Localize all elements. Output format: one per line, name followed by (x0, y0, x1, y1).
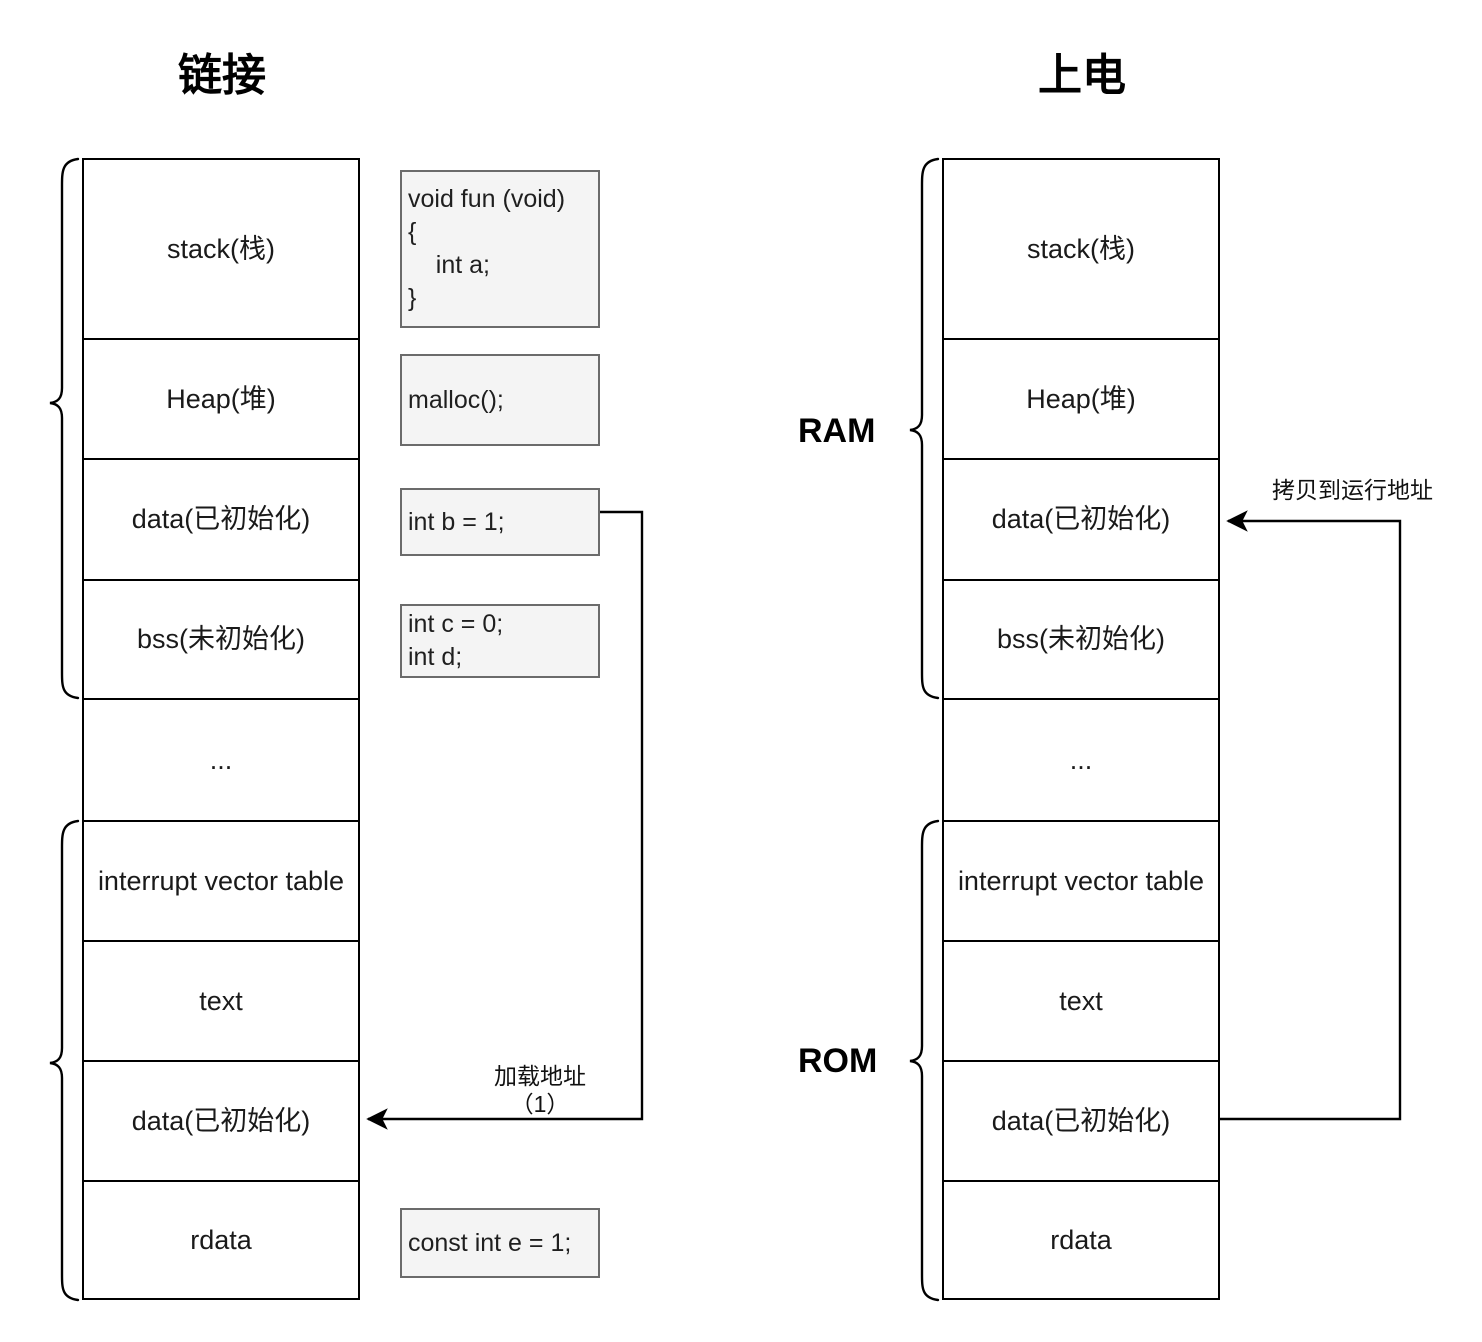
table-row: interrupt vector table (944, 822, 1218, 942)
table-row: Heap(堆) (944, 340, 1218, 460)
left-memory-table: stack(栈) Heap(堆) data(已初始化) bss(未初始化) ..… (82, 158, 360, 1300)
table-row: stack(栈) (84, 160, 358, 340)
table-row: data(已初始化) (84, 1062, 358, 1182)
code-snippet-box: int c = 0; int d; (400, 604, 600, 678)
rom-brace (909, 819, 940, 1302)
copy-to-runtime-address-arrow-label: 拷贝到运行地址 (1272, 477, 1433, 503)
table-row: data(已初始化) (944, 460, 1218, 581)
right-memory-table: stack(栈) Heap(堆) data(已初始化) bss(未初始化) ..… (942, 158, 1220, 1300)
table-row: rdata (1050, 1224, 1112, 1255)
table-row: data(已初始化) (84, 460, 358, 581)
table-row: bss(未初始化) (84, 581, 358, 700)
table-row: data(已初始化) (944, 1062, 1218, 1182)
table-row: bss(未初始化) (944, 581, 1218, 700)
ram-brace (909, 157, 940, 700)
table-row: ... (944, 700, 1218, 822)
rom-label: ROM (798, 1042, 878, 1080)
code-snippet-box: malloc(); (400, 354, 600, 446)
table-row: text (944, 942, 1218, 1062)
table-row: interrupt vector table (84, 822, 358, 942)
table-row: ... (84, 700, 358, 822)
table-row: rdata (190, 1224, 252, 1255)
table-row: Heap(堆) (84, 340, 358, 460)
right-panel-title: 上电 (1038, 51, 1126, 100)
copy-to-runtime-address-arrow (1220, 510, 1402, 1121)
code-snippet-box: int b = 1; (400, 488, 600, 556)
code-snippet-box: void fun (void) { int a; } (400, 170, 600, 328)
table-row: text (84, 942, 358, 1062)
code-snippet-box: const int e = 1; (400, 1208, 600, 1278)
left-lower-brace (49, 819, 80, 1302)
load-address-arrow-label: 加载地址 （1） (494, 1063, 586, 1118)
left-panel-title: 链接 (178, 51, 266, 100)
left-upper-brace (49, 157, 80, 700)
table-row: stack(栈) (944, 160, 1218, 340)
ram-label: RAM (798, 412, 876, 450)
